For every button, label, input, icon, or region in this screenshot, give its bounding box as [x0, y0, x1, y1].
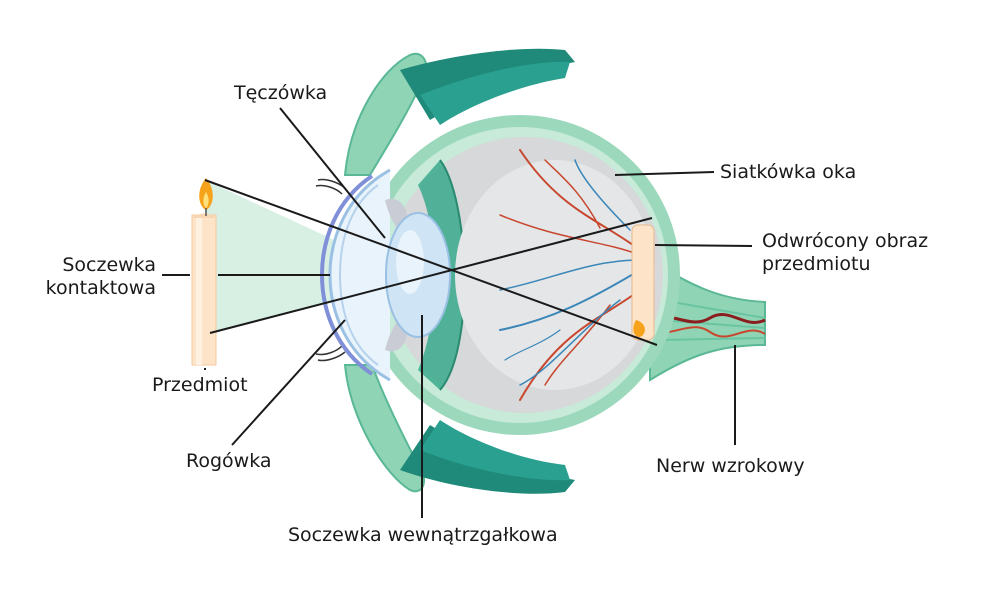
- label-contact-lens-line-2: kontaktowa: [45, 277, 156, 299]
- leader-lines: [162, 107, 753, 518]
- cornea: [328, 168, 391, 382]
- label-object: Przedmiot: [152, 374, 248, 396]
- label-inverted-image: Odwrócony obraz przedmiotu: [762, 230, 928, 276]
- leader-iris: [279, 107, 386, 239]
- label-cornea: Rogówka: [186, 450, 272, 472]
- leader-cornea: [231, 319, 346, 446]
- label-iris: Tęczówka: [234, 82, 328, 104]
- label-contact-lens-line-1: Soczewka: [62, 254, 156, 276]
- candle: [191, 178, 217, 366]
- eyeball: [360, 115, 680, 435]
- label-intraocular-lens: Soczewka wewnątrzgałkowa: [288, 524, 558, 546]
- label-contact-lens: Soczewka kontaktowa: [24, 254, 156, 300]
- label-optic-nerve: Nerw wzrokowy: [656, 455, 805, 477]
- leader-retina: [614, 171, 715, 176]
- light-cone: [205, 180, 345, 335]
- upper-eyelid: [315, 48, 575, 195]
- leader-inverted-image: [654, 244, 753, 247]
- light-rays: [204, 179, 658, 346]
- retinal-vessels: [499, 149, 641, 401]
- lower-eyelid: [315, 345, 575, 494]
- label-retina: Siatkówka oka: [720, 161, 857, 183]
- label-inverted-image-line-2: przedmiotu: [762, 253, 871, 275]
- label-inverted-image-line-1: Odwrócony obraz: [762, 230, 929, 252]
